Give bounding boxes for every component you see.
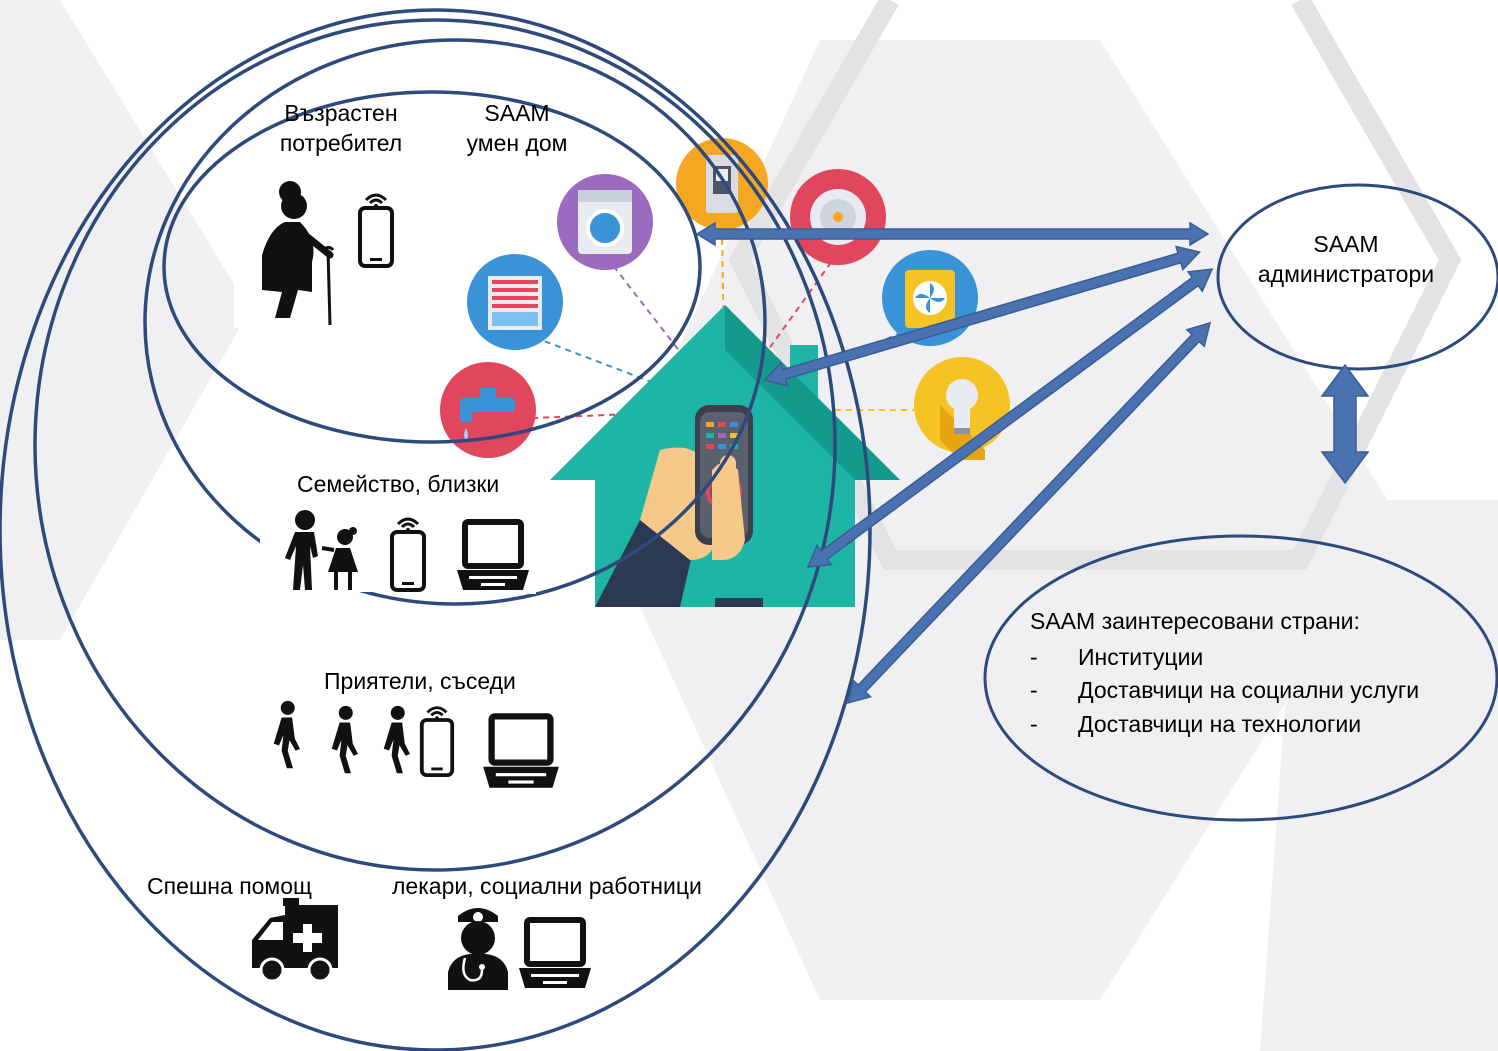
arrow-friends-admins xyxy=(806,268,1214,568)
friends-label: Приятели, съседи xyxy=(324,668,516,694)
list-item: - Институции xyxy=(1030,641,1419,674)
smart-home-label-line2: умен дом xyxy=(466,129,568,156)
list-item: - Доставчици на социални услуги xyxy=(1030,674,1419,707)
elderly-user-label-line1: Възрастен xyxy=(284,100,398,126)
stakeholders-list: - Институции - Доставчици на социални услу… xyxy=(1030,641,1419,741)
arrow-emergency-admins xyxy=(846,321,1212,705)
window-blinds-icon xyxy=(467,254,563,350)
ring-family xyxy=(143,38,767,606)
doctors-label: лекари, социални работници xyxy=(392,873,702,899)
washing-machine-icon xyxy=(557,174,653,270)
list-item-text: Доставчици на технологии xyxy=(1078,710,1362,737)
smartphone-icon xyxy=(358,193,394,268)
list-item-text: Институции xyxy=(1078,643,1204,670)
admins-label-line1: SAAM xyxy=(1313,231,1379,257)
smoke-alarm-icon xyxy=(790,169,886,265)
ambulance-icon xyxy=(252,898,338,983)
stakeholders-ellipse xyxy=(983,534,1498,822)
adult-child-icon xyxy=(260,508,372,592)
list-bullet: - xyxy=(1030,677,1038,704)
admins-ellipse xyxy=(1216,183,1498,371)
arrow-admins-stakeholders xyxy=(1320,363,1370,485)
list-item: - Доставчици на технологии xyxy=(1030,708,1419,741)
arrow-home-admins xyxy=(695,221,1210,247)
stakeholders-title: SAAM заинтересовани страни: xyxy=(1030,608,1360,634)
elderly-user-label: Възрастен потребител xyxy=(280,99,402,159)
doctor-icon xyxy=(445,908,511,990)
water-faucet-icon xyxy=(440,362,536,458)
smart-home-label: SAAM умен дом xyxy=(467,99,568,159)
ring-friends xyxy=(33,18,837,872)
ring-emergency-doctors xyxy=(0,8,872,1051)
admins-label-line2: администратори xyxy=(1257,260,1435,287)
list-bullet: - xyxy=(1030,643,1038,670)
arrow-family-admins xyxy=(763,245,1202,387)
admins-label: SAAM администратори xyxy=(1258,230,1434,290)
elderly-user-label-line2: потребител xyxy=(279,129,403,156)
list-item-text: Доставчици на социални услуги xyxy=(1078,677,1420,704)
family-label: Семейство, близки xyxy=(297,471,500,497)
list-bullet: - xyxy=(1030,710,1038,737)
emergency-label: Спешна помощ xyxy=(147,873,312,899)
smart-home-label-line1: SAAM xyxy=(484,100,550,126)
laptop-icon xyxy=(519,920,591,988)
stakeholders-block: SAAM заинтересовани страни: - Институции … xyxy=(1030,607,1419,741)
elderly-person-icon xyxy=(234,175,358,328)
ring-elderly-user xyxy=(162,90,702,444)
